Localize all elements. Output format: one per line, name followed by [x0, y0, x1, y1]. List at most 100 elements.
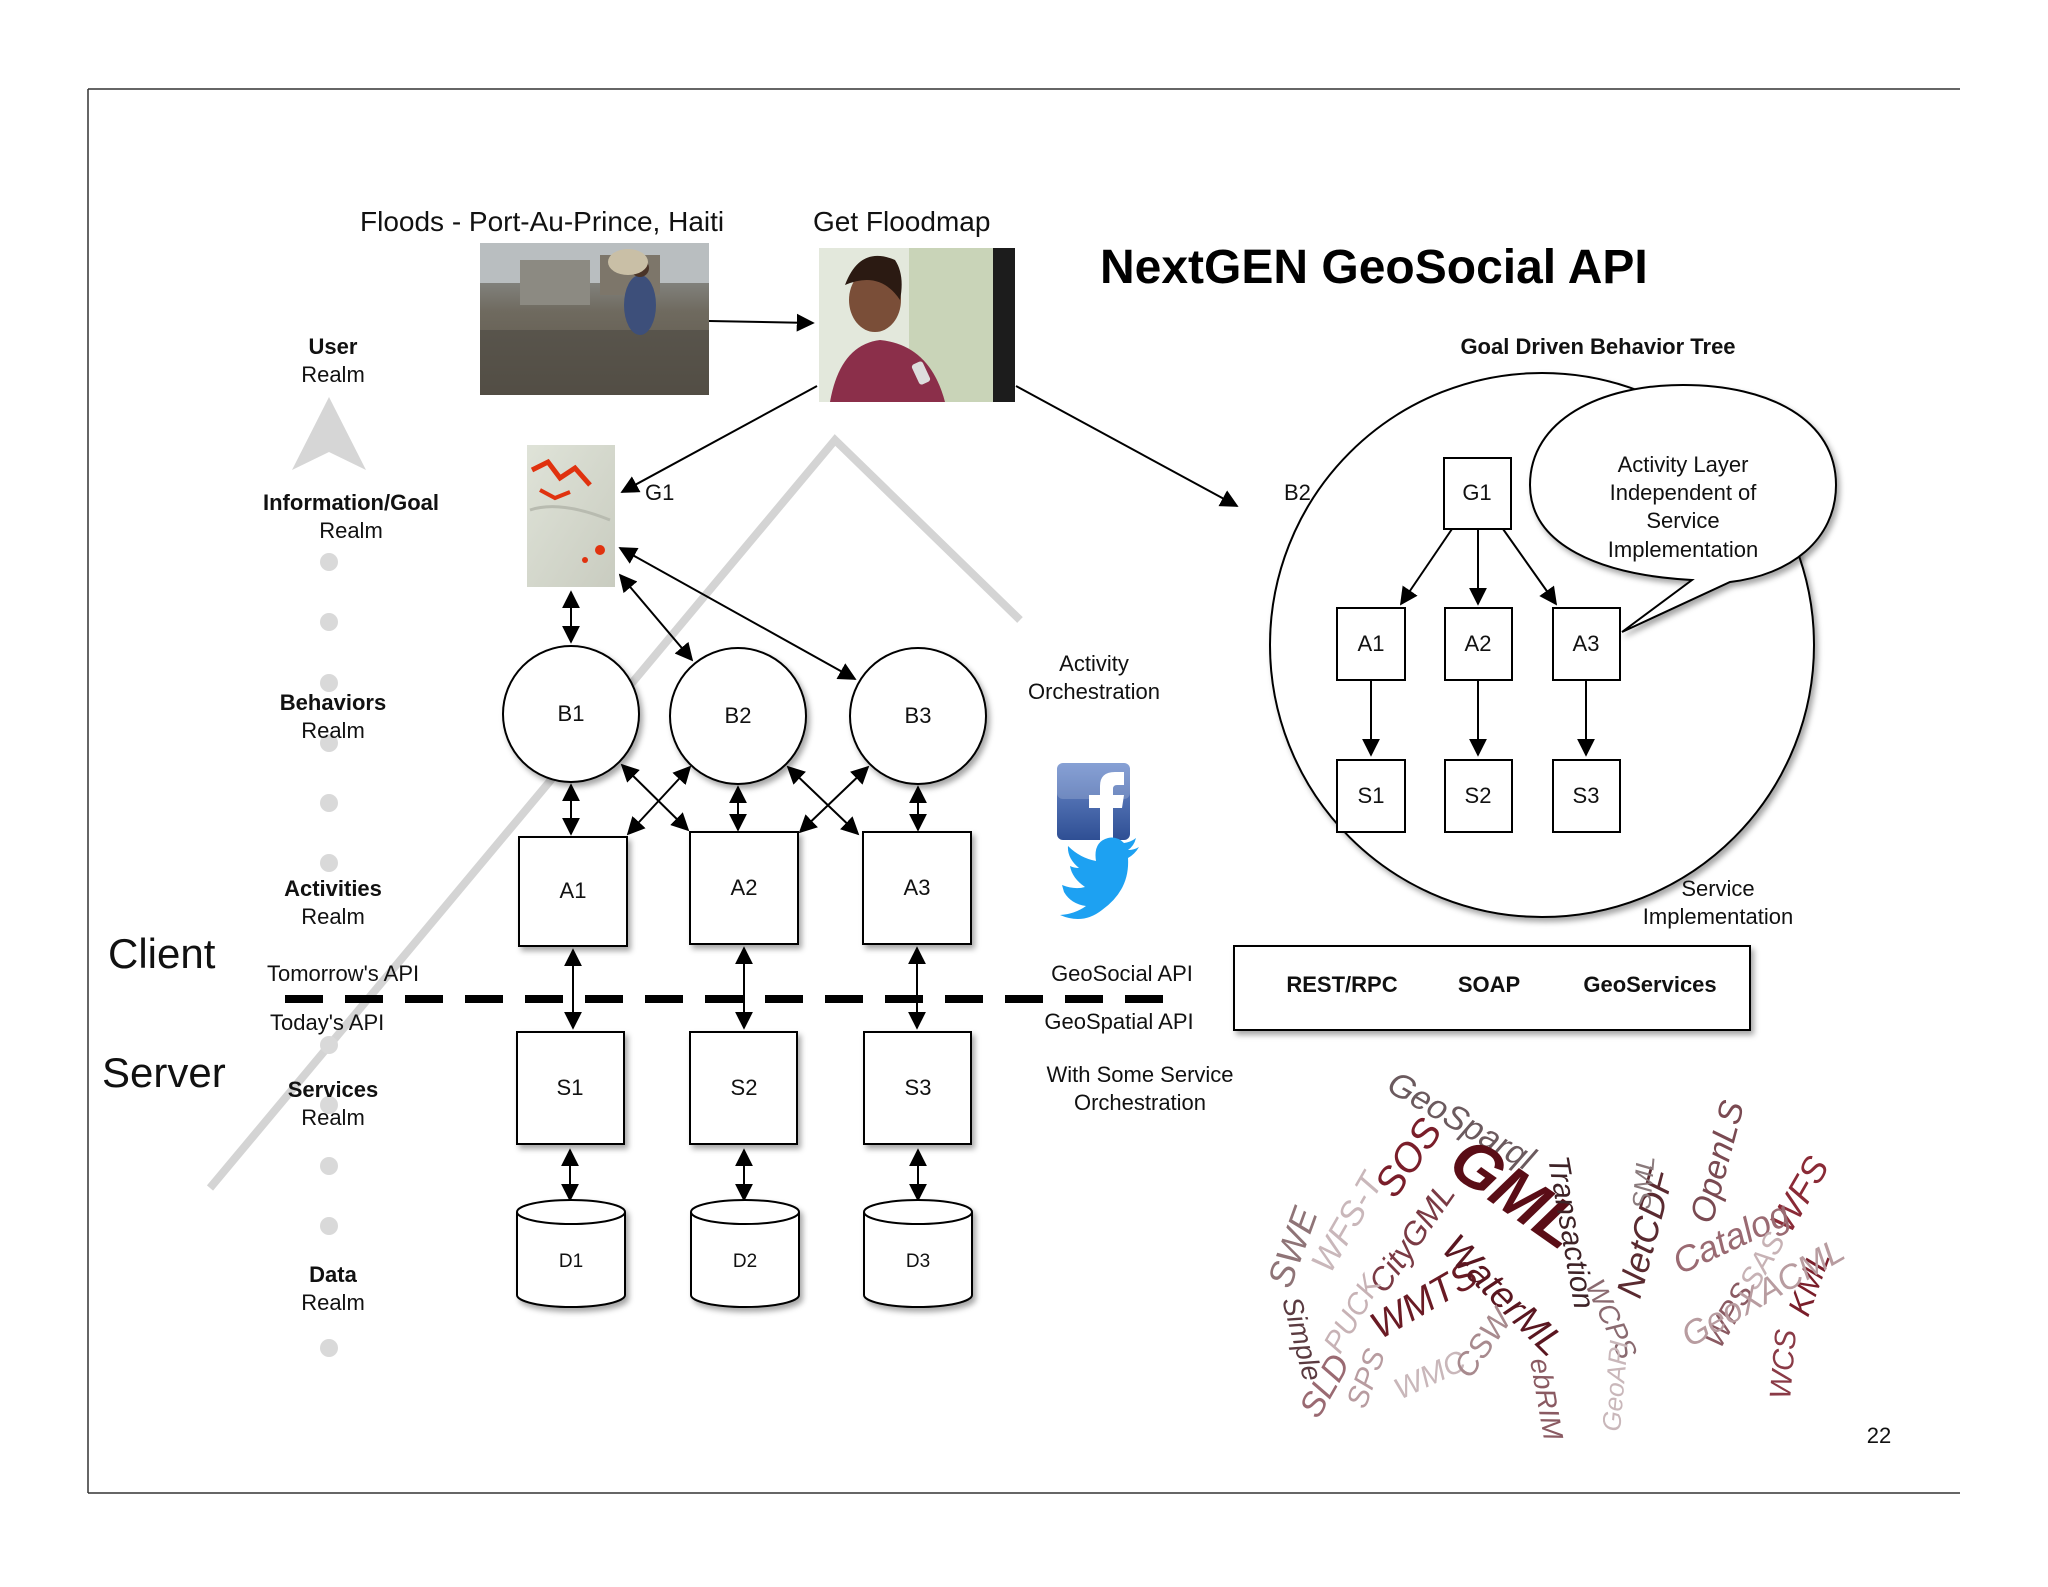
tree-activity-a1-label: A1 [1358, 631, 1385, 656]
service-bar-soap: SOAP [1458, 972, 1520, 997]
word-sml: SML [1626, 1155, 1661, 1211]
tomorrow-api-label: Tomorrow's API [267, 961, 419, 986]
geospatial-api-label: GeoSpatial API [1044, 1009, 1193, 1034]
service-s1-label: S1 [557, 1075, 584, 1100]
data-realm-title: Data [309, 1262, 357, 1287]
tree-activity-a3-label: A3 [1573, 631, 1600, 656]
data-d3-label: D3 [906, 1251, 930, 1272]
service-impl-line1: Service [1681, 876, 1754, 901]
arrow-floodmap-to-g1 [620, 385, 818, 493]
activity-a3-label: A3 [904, 875, 931, 900]
data-d2-label: D2 [733, 1251, 757, 1272]
callout-line2: Independent of [1610, 480, 1758, 505]
behavior-b3-label: B3 [905, 703, 932, 728]
services-realm-title: Services [288, 1077, 379, 1102]
activities-realm-sub: Realm [301, 904, 365, 929]
flood-photo [480, 243, 709, 395]
behaviors-realm-title: Behaviors [280, 690, 386, 715]
arrow-b3-a2 [798, 765, 870, 834]
service-s2 [689, 1031, 798, 1145]
background-chevron [206, 434, 1023, 1191]
arrow-b1-a2 [620, 763, 690, 832]
facebook-icon [1057, 763, 1130, 840]
twitter-icon [1060, 837, 1139, 919]
arrow-b2-a1 [626, 765, 692, 836]
geosocial-api-label: GeoSocial API [1051, 961, 1193, 986]
tree-service-s2-label: S2 [1465, 783, 1492, 808]
behavior-b1 [502, 645, 640, 783]
data-d1-label: D1 [559, 1251, 583, 1272]
slide-title: NextGEN GeoSocial API [1100, 241, 1648, 294]
service-s3-label: S3 [905, 1075, 932, 1100]
activity-a1-label: A1 [560, 878, 587, 903]
flood-caption: Floods - Port-Au-Prince, Haiti [360, 206, 724, 237]
data-realm-sub: Realm [301, 1290, 365, 1315]
service-s3 [863, 1031, 972, 1145]
arrow-flood-to-floodmap [708, 313, 815, 332]
tree-service-s3-label: S3 [1573, 783, 1600, 808]
callout-bubble [1528, 383, 1838, 633]
service-orchestration-line2: Orchestration [1074, 1090, 1206, 1115]
arrow-floodmap-to-tree [1015, 385, 1239, 507]
tree-service-s2 [1444, 759, 1513, 833]
tree-goal-g1 [1443, 457, 1512, 530]
standards-word-cloud: GeoSparql SOS GML WFS-T SWE CityGML Tran… [1259, 1064, 1851, 1443]
tree-service-s1 [1336, 759, 1406, 833]
callout-line3: Service [1646, 508, 1719, 533]
service-impl-line2: Implementation [1643, 904, 1793, 929]
today-api-label: Today's API [270, 1010, 384, 1035]
tree-activity-a2 [1444, 607, 1513, 681]
tree-arrow-g1-a1 [1399, 528, 1453, 606]
server-label: Server [102, 1049, 226, 1096]
tree-service-s1-label: S1 [1358, 783, 1385, 808]
g1-map-thumbnail [527, 445, 615, 587]
behavior-b3 [849, 647, 987, 785]
tree-root-label: B2 [1284, 480, 1311, 505]
activity-a3 [862, 831, 972, 945]
arrow-g1-b2 [618, 573, 694, 662]
behaviors-realm-sub: Realm [301, 718, 365, 743]
g1-label: G1 [645, 480, 674, 505]
info-realm-sub: Realm [319, 518, 383, 543]
floodmap-photo [819, 248, 1015, 402]
activity-orchestration-line2: Orchestration [1028, 679, 1160, 704]
service-implementation-bar [1233, 945, 1751, 1031]
client-label: Client [108, 930, 216, 977]
up-arrow-icon [292, 397, 366, 470]
data-d3 [863, 1199, 973, 1308]
data-d2 [690, 1199, 800, 1308]
realm-dots [320, 553, 338, 1357]
page-number: 22 [1867, 1423, 1891, 1448]
tree-activity-a3 [1552, 607, 1621, 681]
activities-realm-title: Activities [284, 876, 382, 901]
tree-activity-a2-label: A2 [1465, 631, 1492, 656]
service-s2-label: S2 [731, 1075, 758, 1100]
tree-activity-a1 [1336, 607, 1406, 681]
tree-service-s3 [1552, 759, 1621, 833]
word-openls: OpenLS [1683, 1096, 1752, 1227]
behavior-b2 [669, 647, 807, 785]
word-geoapi: GeoAPI [1596, 1339, 1634, 1432]
service-orchestration-line1: With Some Service [1046, 1062, 1233, 1087]
behavior-b2-label: B2 [725, 703, 752, 728]
activity-a2-label: A2 [731, 875, 758, 900]
tree-goal-g1-label: G1 [1462, 480, 1491, 505]
user-realm-title: User [309, 334, 358, 359]
callout-line1: Activity Layer [1618, 452, 1749, 477]
arrow-b2-a3 [786, 765, 860, 836]
callout-line4: Implementation [1608, 537, 1758, 562]
word-ebrim: ebRIM [1524, 1356, 1569, 1443]
behavior-b1-label: B1 [558, 701, 585, 726]
service-bar-rest: REST/RPC [1286, 972, 1397, 997]
user-realm-sub: Realm [301, 362, 365, 387]
services-realm-sub: Realm [301, 1105, 365, 1130]
activity-orchestration-line1: Activity [1059, 651, 1129, 676]
activity-a2 [689, 831, 799, 945]
arrow-g1-b3 [618, 547, 857, 680]
word-wcs: WCS [1764, 1328, 1803, 1401]
data-d1 [516, 1199, 626, 1308]
floodmap-caption: Get Floodmap [813, 206, 990, 237]
activity-a1 [518, 836, 628, 947]
